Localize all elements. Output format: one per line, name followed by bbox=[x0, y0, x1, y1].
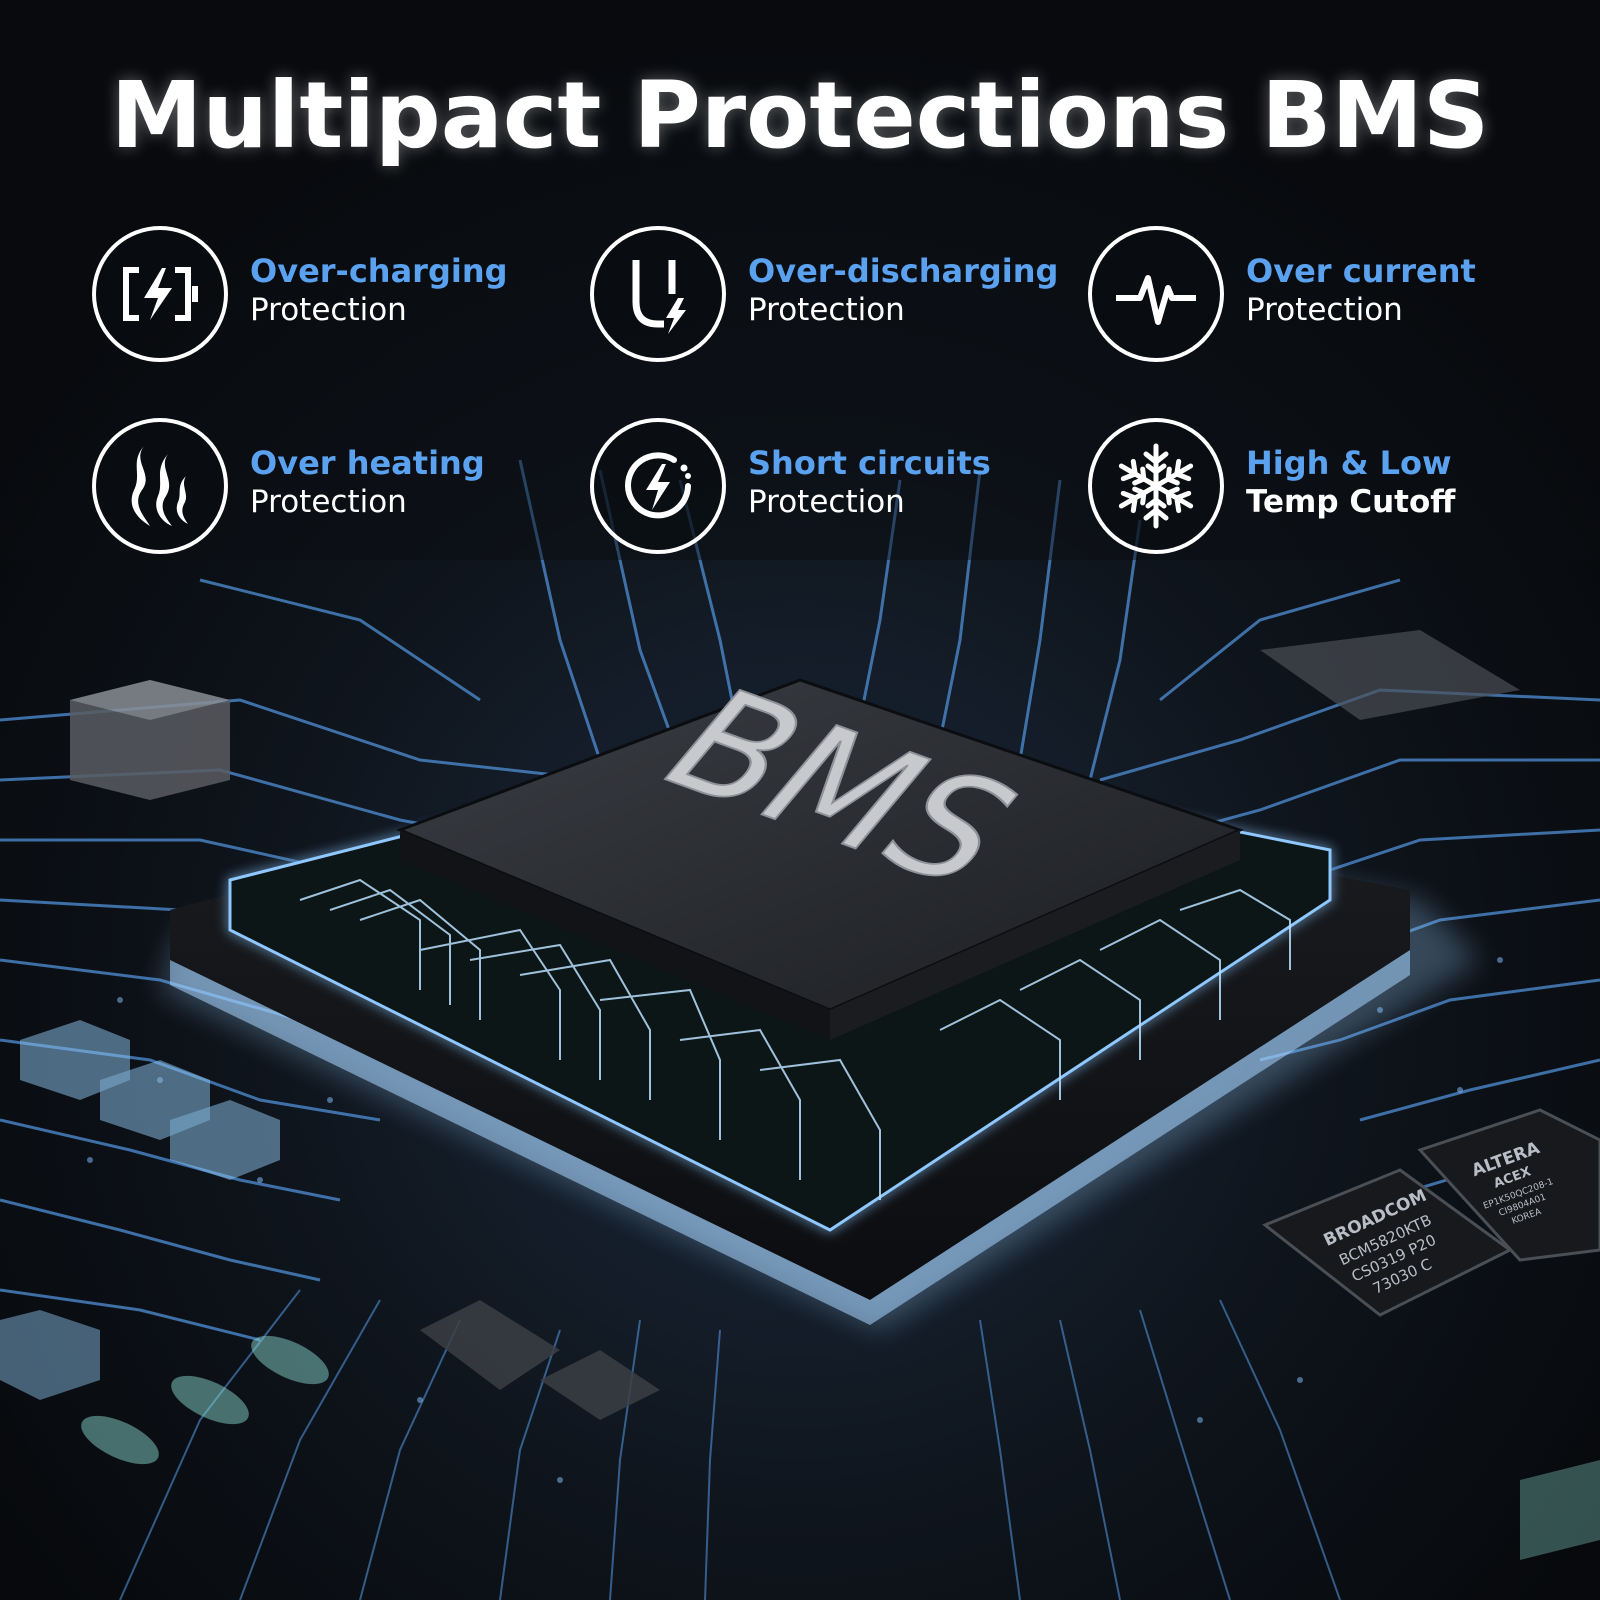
feature-over-heating: Over heating Protection bbox=[92, 418, 572, 568]
heat-waves-icon bbox=[131, 446, 188, 526]
feature-subtitle: Protection bbox=[1246, 292, 1403, 328]
feature-icon-ring bbox=[92, 226, 228, 362]
snowflake-icon bbox=[1110, 443, 1202, 532]
altera-chip: ALTERA ACEX EP1K50QC208-1 CI9804A01 KORE… bbox=[1417, 1108, 1600, 1262]
broadcom-chip: BROADCOM BCM5820KTB CS0319 P20 73030 C bbox=[1262, 1168, 1513, 1317]
feature-title: High & Low bbox=[1246, 444, 1452, 482]
feature-icon-ring bbox=[590, 418, 726, 554]
feature-subtitle: Protection bbox=[748, 484, 905, 520]
feature-title: Over current bbox=[1246, 252, 1476, 290]
feature-title: Short circuits bbox=[748, 444, 991, 482]
feature-icon-ring bbox=[1088, 418, 1224, 554]
feature-title: Over-discharging bbox=[748, 252, 1059, 290]
feature-over-current: Over current Protection bbox=[1088, 226, 1568, 376]
feature-title: Over heating bbox=[250, 444, 485, 482]
feature-subtitle: Protection bbox=[250, 484, 407, 520]
feature-icon-ring bbox=[92, 418, 228, 554]
feature-subtitle: Protection bbox=[748, 292, 905, 328]
feature-short-circuits: Short circuits Protection bbox=[590, 418, 1070, 568]
feature-title: Over-charging bbox=[250, 252, 508, 290]
feature-temp-cutoff: High & Low Temp Cutoff bbox=[1088, 418, 1568, 568]
bms-chip: BMS bbox=[160, 659, 1480, 1330]
feature-subtitle: Protection bbox=[250, 292, 407, 328]
pulse-icon bbox=[1116, 275, 1196, 325]
page-title: Multipact Protections BMS bbox=[110, 62, 1490, 169]
u-lightning-icon bbox=[632, 260, 686, 334]
feature-over-charging: Over-charging Protection bbox=[92, 226, 572, 376]
circle-lightning-icon bbox=[625, 452, 691, 519]
feature-subtitle: Temp Cutoff bbox=[1246, 484, 1456, 520]
feature-over-discharging: Over-discharging Protection bbox=[590, 226, 1070, 376]
feature-icon-ring bbox=[590, 226, 726, 362]
battery-charging-icon bbox=[123, 267, 198, 321]
feature-icon-ring bbox=[1088, 226, 1224, 362]
